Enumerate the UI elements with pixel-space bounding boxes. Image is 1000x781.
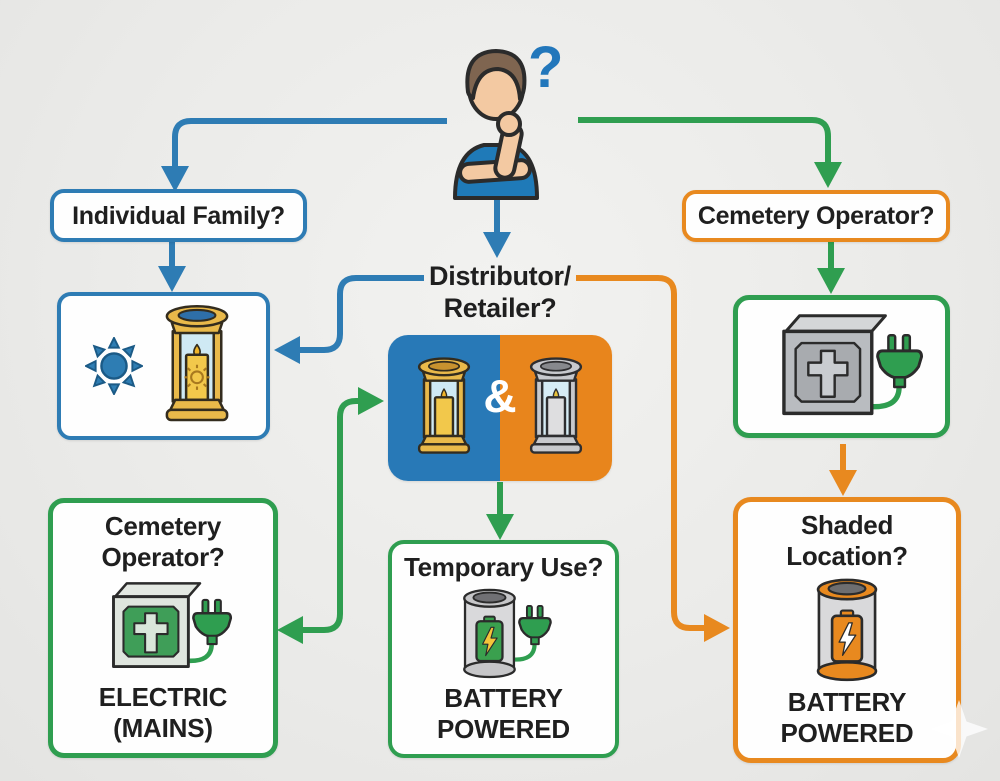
node-distributor-retailer: Distributor/ Retailer? <box>400 261 600 325</box>
arrow-distributor-to-shaded-location <box>576 275 706 631</box>
temporary-use-result-line1: BATTERY <box>444 682 563 713</box>
shaded-location-result-line2: POWERED <box>780 718 914 749</box>
silver-lantern-icon <box>529 357 583 454</box>
cemetery-bottom-result-line2: (MAINS) <box>113 713 213 744</box>
green-connectors <box>301 117 834 633</box>
battery-canister-icon <box>816 579 878 682</box>
node-dual-market: & <box>388 335 612 481</box>
temporary-use-title: Temporary Use? <box>403 552 604 582</box>
cemetery-bottom-result-line1: ELECTRIC <box>98 681 228 712</box>
node-grave-plaque-electric <box>733 295 950 438</box>
cemetery-operator-top-label: Cemetery Operator? <box>697 202 935 230</box>
dual-half-consumer <box>388 335 500 481</box>
question-mark: ? <box>528 35 564 100</box>
temporary-use-result-line2: POWERED <box>437 714 570 745</box>
shaded-location-title: Shaded Location? <box>786 510 908 572</box>
cemetery-bottom-result: ELECTRIC (MAINS) <box>98 681 228 745</box>
shaded-location-title-line1: Shaded <box>800 510 894 540</box>
green-plaque-plug-icon <box>112 582 233 669</box>
node-temporary-use: Temporary Use? BATTERY POWERE <box>388 540 619 758</box>
orange-arrowheads <box>704 470 857 642</box>
sparkle-icon <box>930 700 988 758</box>
arrow-dual-box-cemetery-bottom-link <box>301 398 360 633</box>
cemetery-bottom-title-line2: Operator? <box>101 542 225 573</box>
blue-arrowheads <box>158 166 511 364</box>
individual-family-label: Individual Family? <box>72 201 285 230</box>
shaded-location-result: BATTERY POWERED <box>781 687 914 750</box>
cemetery-bottom-title: Cemetery Operator? <box>102 511 225 573</box>
ampersand-label: & <box>483 370 517 423</box>
arrow-distributor-to-solar-box <box>298 275 424 353</box>
node-cemetery-operator-bottom: Cemetery Operator? ELECTRIC (MAINS) <box>48 498 278 758</box>
gold-lantern-icon <box>417 357 471 454</box>
node-shaded-location: Shaded Location? BATTERY POWERED <box>733 497 961 763</box>
arrow-person-to-cemetery-operator <box>578 117 831 164</box>
green-arrowheads <box>277 162 845 644</box>
blue-connectors <box>169 118 500 353</box>
orange-connectors <box>576 275 846 631</box>
grave-plaque-plug-icon <box>781 313 923 415</box>
sun-icon <box>84 337 143 395</box>
solar-lantern-icon <box>165 304 228 422</box>
shaded-location-title-line2: Location? <box>786 541 908 572</box>
cemetery-bottom-title-line1: Cemetery <box>104 511 222 541</box>
battery-canister-plug-icon <box>462 588 552 679</box>
temporary-use-result: BATTERY POWERED <box>437 683 570 746</box>
node-solar-lantern <box>57 292 270 440</box>
dual-half-retail <box>500 335 612 481</box>
node-individual-family: Individual Family? <box>50 189 307 242</box>
distributor-label-line1: Distributor/ <box>429 261 571 291</box>
node-cemetery-operator-top: Cemetery Operator? <box>682 190 950 242</box>
distributor-label-line2: Retailer? <box>443 292 557 323</box>
thinking-person-icon <box>453 49 539 200</box>
shaded-location-result-line1: BATTERY <box>787 686 907 717</box>
arrow-person-to-individual-family <box>172 118 447 168</box>
